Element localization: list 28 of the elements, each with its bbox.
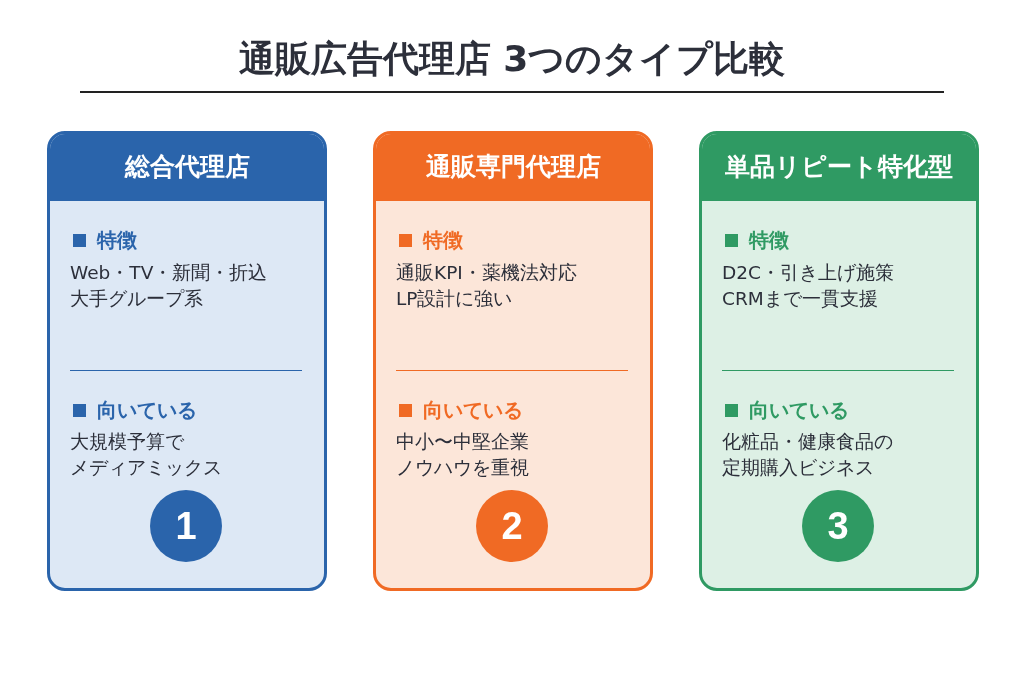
section-heading: 向いている <box>749 398 849 422</box>
body-text: 大手グループ系 <box>70 287 203 311</box>
body-text: D2C・引き上げ施策 <box>722 261 894 285</box>
card <box>373 131 653 591</box>
section-heading: 特徴 <box>97 228 137 252</box>
body-text: CRMまで一貫支援 <box>722 287 878 311</box>
body-text: 大規模予算で <box>70 430 184 454</box>
number-circle: 2 <box>476 490 548 562</box>
body-text: 中小〜中堅企業 <box>396 430 529 454</box>
section-heading: 向いている <box>423 398 523 422</box>
section-heading: 向いている <box>97 398 197 422</box>
body-text: LP設計に強い <box>396 287 513 311</box>
body-text: 定期購入ビジネス <box>722 456 874 480</box>
body-text: Web・TV・新聞・折込 <box>70 261 268 285</box>
section-heading: 特徴 <box>749 228 789 252</box>
title: 通販広告代理店 3つのタイプ比較 <box>237 37 787 81</box>
card-header: 総合代理店 <box>50 134 324 201</box>
body-text: ノウハウを重視 <box>396 456 529 480</box>
body-text: 通販KPI・薬機法対応 <box>396 261 577 285</box>
number-circle: 3 <box>802 490 874 562</box>
card <box>699 131 979 591</box>
body-text: 化粧品・健康食品の <box>722 430 893 454</box>
card-header: 通販専門代理店 <box>376 134 650 201</box>
card <box>47 131 327 591</box>
card-header: 単品リピート特化型 <box>702 134 976 201</box>
section-heading: 特徴 <box>423 228 463 252</box>
body-text: メディアミックス <box>70 456 222 480</box>
number-circle: 1 <box>150 490 222 562</box>
